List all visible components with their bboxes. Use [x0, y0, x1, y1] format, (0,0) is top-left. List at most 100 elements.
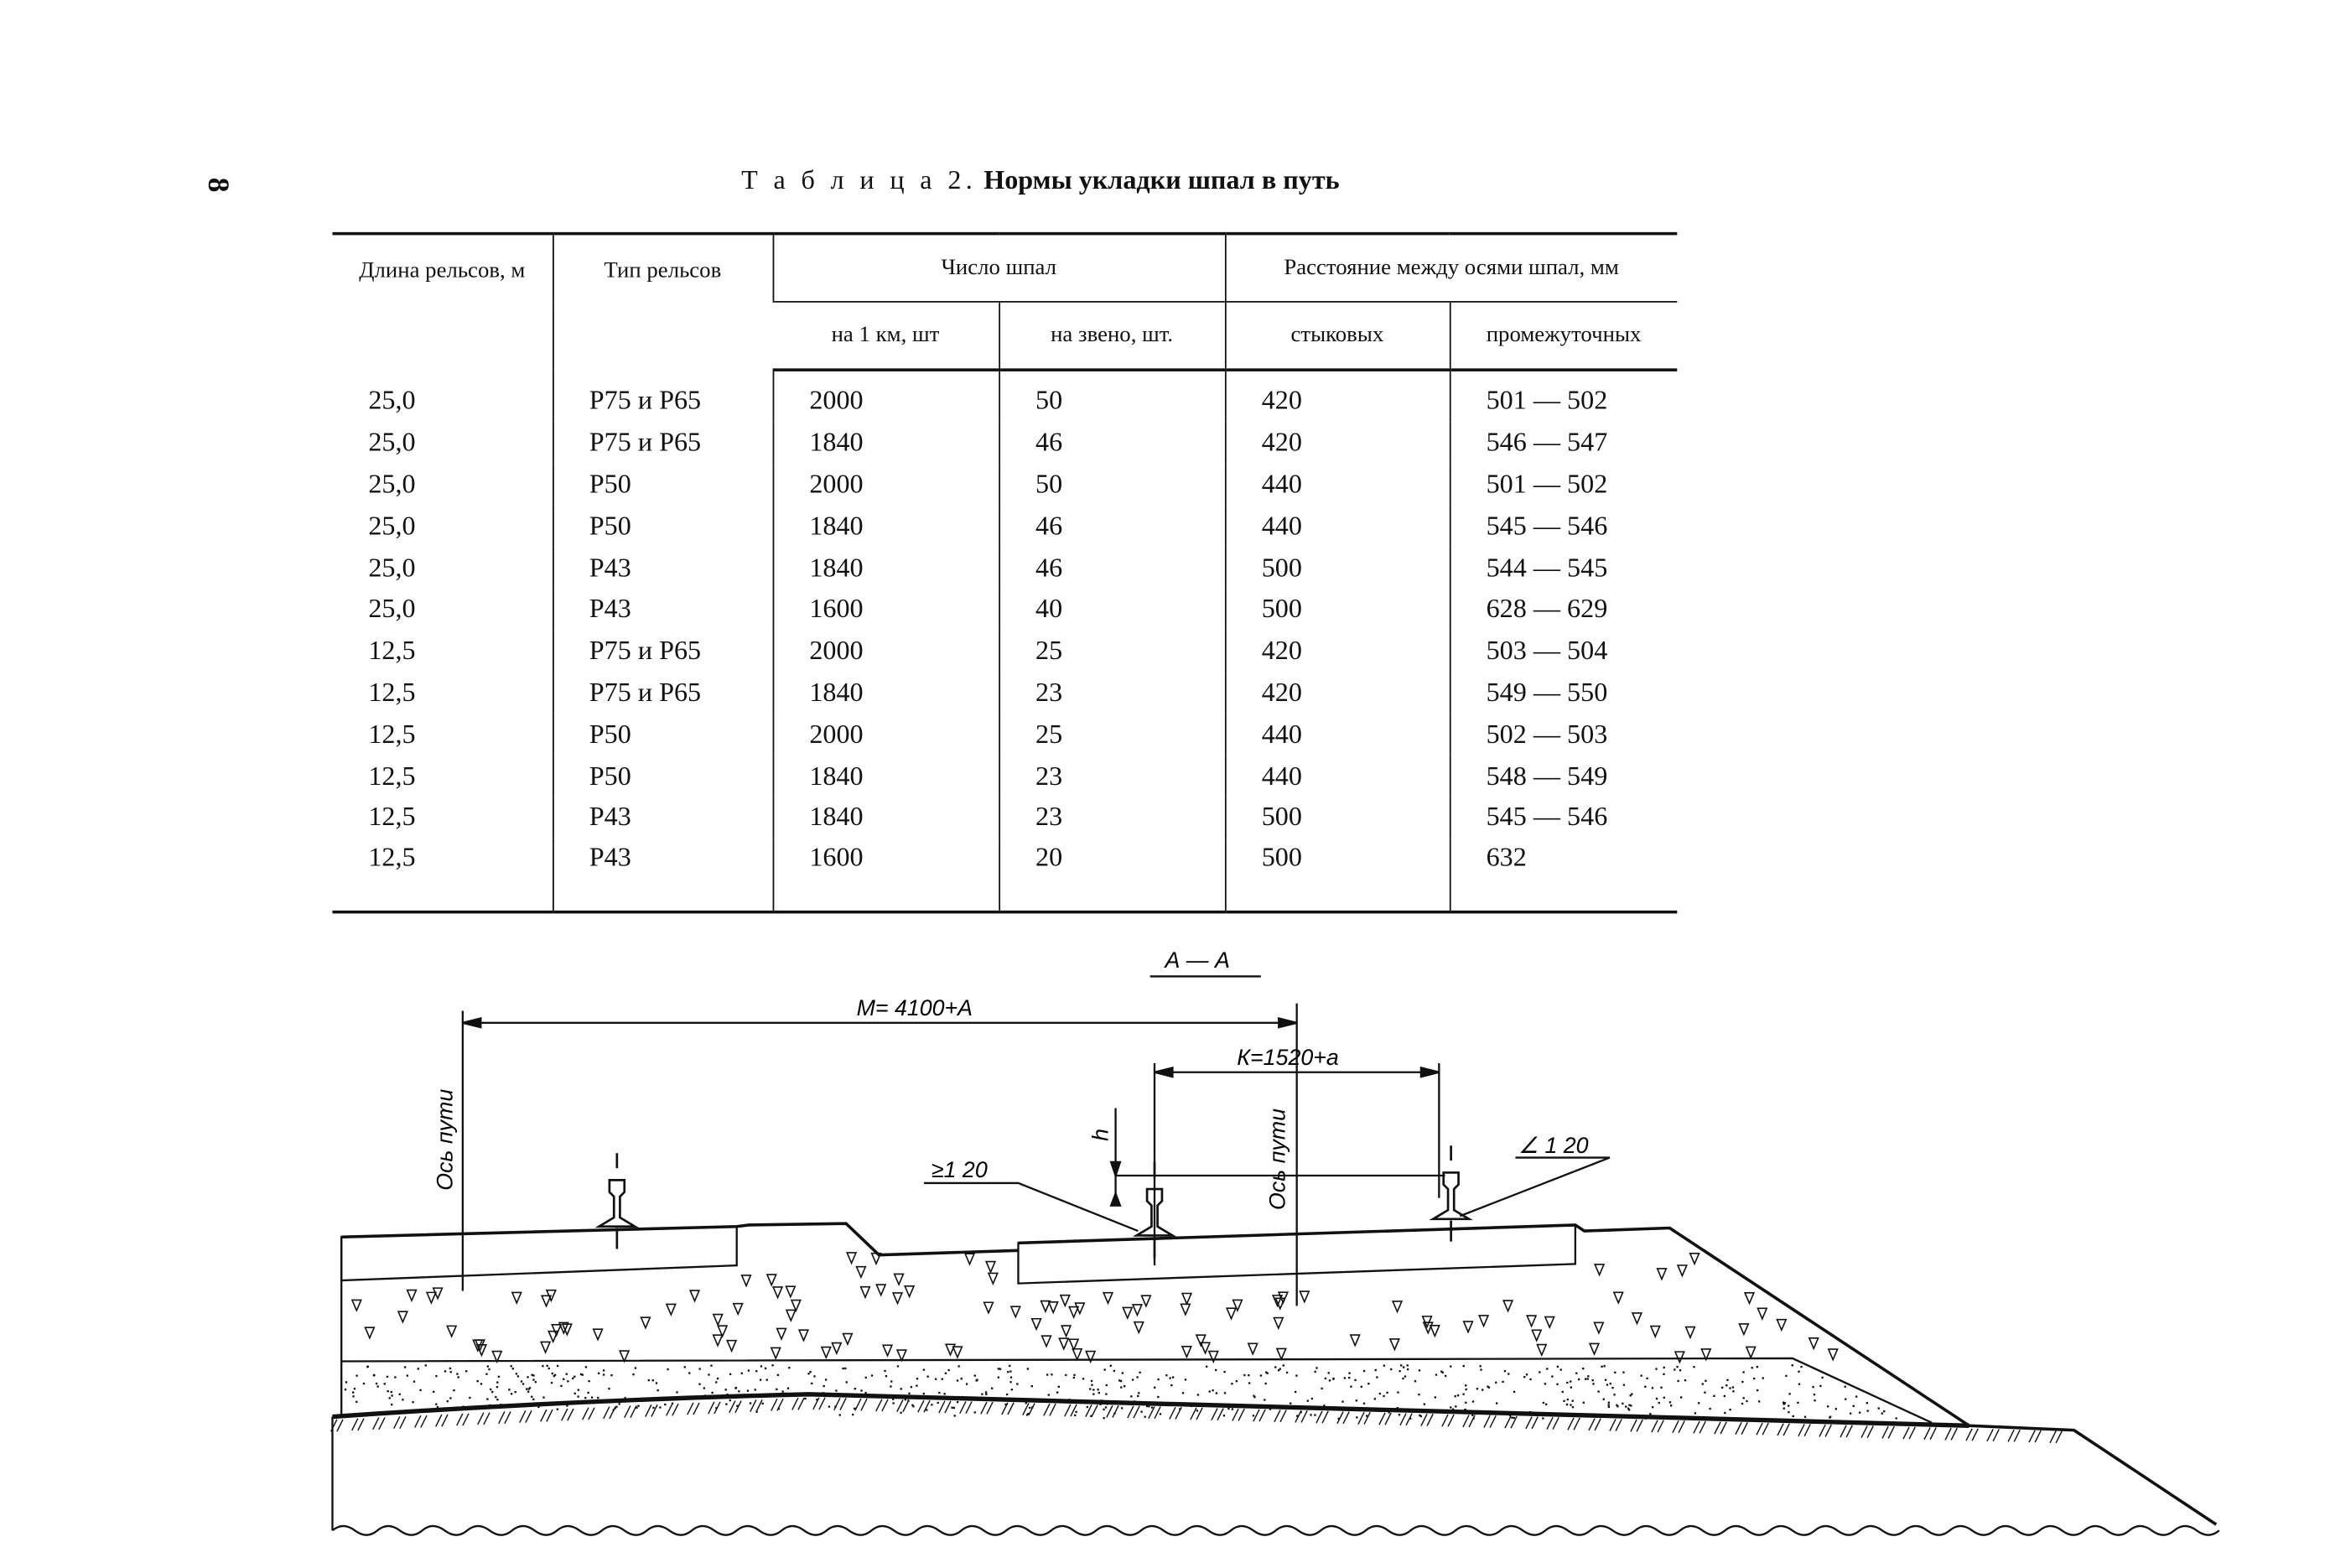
ballast-mark [1271, 1295, 1284, 1308]
ballast-mark [475, 1343, 487, 1358]
sand-mark [508, 1389, 511, 1391]
ballast-mark [551, 1323, 563, 1337]
sand-mark [550, 1381, 553, 1384]
sand-mark [527, 1388, 530, 1390]
sand-mark [1556, 1365, 1559, 1368]
sand-mark [765, 1378, 768, 1381]
hatch-mark [624, 1405, 637, 1419]
sand-mark [496, 1398, 499, 1401]
ballast-mark [1140, 1295, 1152, 1308]
sand-mark [951, 1406, 953, 1409]
ballast-mark [397, 1311, 408, 1324]
sand-mark [1279, 1368, 1281, 1370]
dim-k-label: К=1520+а [1237, 1045, 1339, 1070]
sand-mark [355, 1400, 358, 1404]
sand-mark [1705, 1379, 1707, 1382]
section-label: А — А [1164, 948, 1230, 973]
sand-mark [1788, 1410, 1790, 1414]
sand-mark [391, 1403, 393, 1406]
sand-mark [1732, 1390, 1735, 1393]
table-cell: 500 [1224, 547, 1450, 589]
sand-mark [1812, 1385, 1814, 1389]
sand-mark [941, 1378, 943, 1380]
sand-mark [1602, 1398, 1605, 1400]
sand-mark [828, 1405, 831, 1408]
sand-mark [1215, 1368, 1217, 1372]
sand-mark [1697, 1402, 1700, 1404]
hatch-mark [687, 1402, 700, 1415]
sand-mark [1783, 1407, 1785, 1410]
hatch-mark [1860, 1425, 1874, 1439]
ballast-mark [842, 1332, 854, 1347]
sand-mark [740, 1372, 743, 1374]
dim-m-arrows [462, 1016, 1297, 1029]
sand-mark [610, 1374, 613, 1377]
table-cell: Р50 [552, 463, 773, 506]
sand-mark [587, 1400, 589, 1403]
ballast-mark [1526, 1315, 1538, 1328]
sand-mark [1121, 1372, 1124, 1374]
sand-mark [598, 1372, 600, 1374]
sand-mark [1103, 1417, 1105, 1420]
ballast-mark [1588, 1342, 1601, 1356]
ballast-mark [1225, 1307, 1238, 1321]
sand-mark [1208, 1390, 1211, 1393]
table-cell: 545 — 546 [1448, 797, 1678, 839]
sand-mark [1010, 1389, 1013, 1391]
ballast-mark [904, 1285, 916, 1299]
sand-mark [1323, 1404, 1326, 1407]
table-cell: 440 [1224, 463, 1450, 506]
sand-mark [1471, 1414, 1474, 1416]
hatch-mark [540, 1409, 553, 1422]
sand-mark [1852, 1404, 1855, 1407]
sand-mark [1179, 1408, 1181, 1410]
sand-mark [842, 1367, 844, 1370]
sand-mark [764, 1367, 767, 1370]
sand-mark [1119, 1379, 1123, 1383]
sand-mark [510, 1393, 513, 1395]
sand-mark [760, 1365, 763, 1368]
ballast-mark [983, 1301, 994, 1315]
sand-mark [1571, 1406, 1575, 1409]
table-cell: 1840 [771, 547, 999, 589]
sand-mark [403, 1366, 407, 1368]
sand-mark [729, 1373, 732, 1376]
sand-mark [1592, 1383, 1595, 1385]
sand-mark [1402, 1377, 1404, 1380]
sleeper-norms-table: Длина рельсов, м Тип рельсов Число шпал … [332, 231, 1678, 914]
sand-mark [536, 1403, 538, 1406]
table-title: Т а б л и ц а 2. Нормы укладки шпал в пу… [741, 164, 1340, 195]
sand-mark [1644, 1385, 1647, 1388]
ground-hatching [330, 1397, 2063, 1444]
sand-mark [1813, 1393, 1816, 1396]
table-cell: Р50 [552, 505, 773, 548]
sand-mark [446, 1400, 449, 1403]
sand-mark [1762, 1377, 1764, 1379]
sand-mark [516, 1375, 520, 1378]
sand-mark [1792, 1415, 1794, 1418]
sand-mark [553, 1373, 557, 1376]
table-cell: 546 — 547 [1448, 422, 1678, 464]
sand-mark [1404, 1375, 1407, 1378]
sand-mark [1341, 1400, 1344, 1403]
sand-mark [982, 1396, 984, 1399]
sand-mark [784, 1392, 786, 1394]
ballast-mark [1612, 1291, 1624, 1305]
sand-mark [1212, 1389, 1214, 1392]
sand-mark [497, 1375, 501, 1378]
sand-mark [457, 1376, 459, 1378]
sand-mark [726, 1393, 729, 1396]
ballast-mark [1181, 1292, 1193, 1306]
sand-mark [1418, 1393, 1420, 1396]
sand-mark [1603, 1365, 1606, 1368]
sand-mark [920, 1397, 922, 1399]
sand-mark [551, 1372, 553, 1375]
sand-mark [1007, 1370, 1009, 1373]
ballast-mark [831, 1342, 843, 1356]
sand-mark [542, 1396, 545, 1399]
sand-mark [1663, 1373, 1665, 1376]
sand-mark [1489, 1413, 1492, 1415]
table-cell: 628 — 629 [1448, 588, 1678, 631]
sand-mark [922, 1392, 925, 1395]
